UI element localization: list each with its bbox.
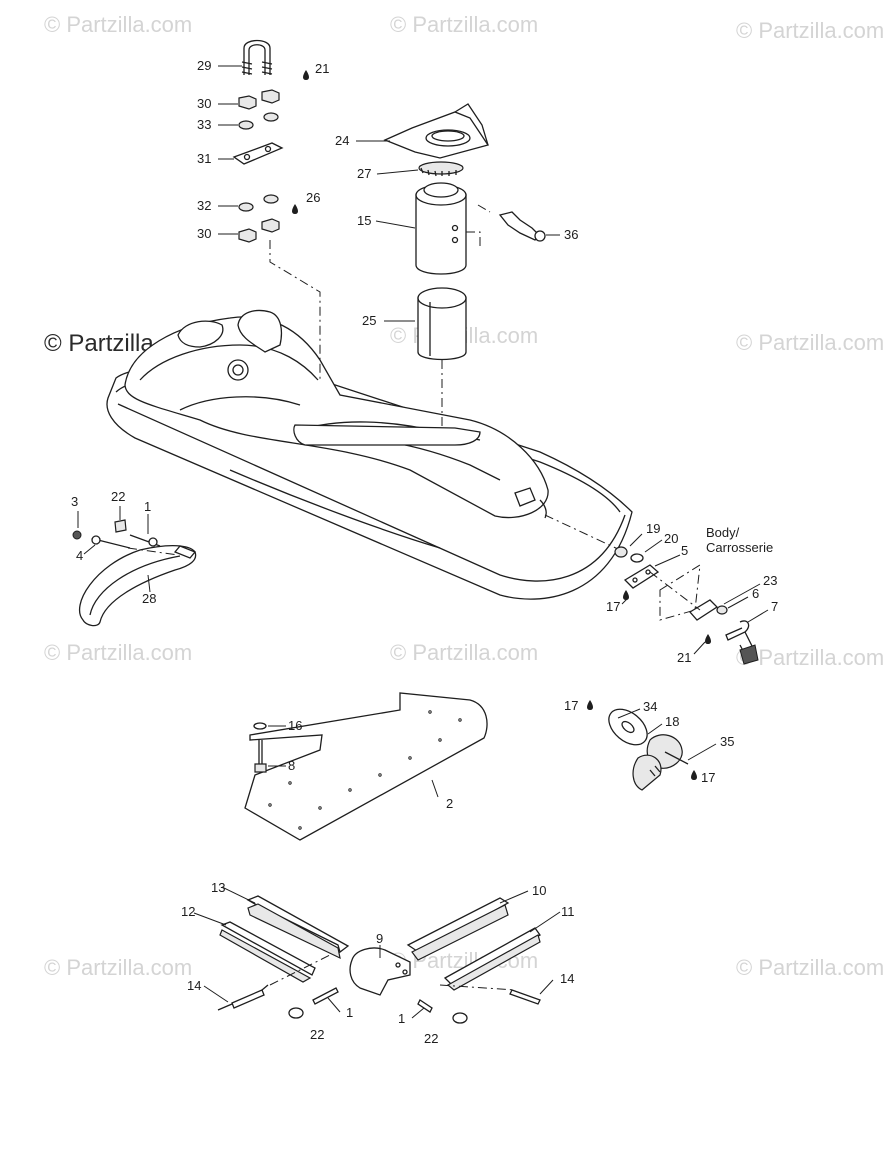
callout-3: 3: [71, 494, 79, 509]
body-label: Body/ Carrosserie: [706, 525, 773, 555]
callout-23: 23: [763, 573, 778, 588]
callout-6: 6: [752, 586, 760, 601]
callout-20: 20: [664, 531, 679, 546]
watermark: © Partzilla.com: [44, 955, 193, 980]
callout-27: 27: [357, 166, 372, 181]
watermark: © Partzilla.com: [736, 18, 885, 43]
storage-bin-assembly: [383, 103, 546, 430]
callout-21: 21: [315, 61, 330, 76]
drain-plug-assembly: [587, 700, 697, 791]
callout-5: 5: [681, 543, 689, 558]
front-rub-rail: [72, 519, 197, 627]
callout-17: 17: [564, 698, 579, 713]
sponson-rails: [217, 895, 541, 1024]
watermark: © Partzilla.com: [390, 640, 539, 665]
callout-13: 13: [211, 880, 226, 895]
callout-26: 26: [306, 190, 321, 205]
hull-drawing: [106, 309, 633, 600]
callout-4: 4: [76, 548, 84, 563]
callout-29: 29: [197, 58, 212, 73]
callout-33: 33: [197, 117, 212, 132]
callout-34: 34: [643, 699, 658, 714]
callout-32: 32: [197, 198, 212, 213]
callout-22: 22: [424, 1031, 439, 1046]
callout-1: 1: [144, 499, 152, 514]
callout-10: 10: [532, 883, 547, 898]
callout-30: 30: [197, 96, 212, 111]
callout-14: 14: [187, 978, 202, 993]
callout-22: 22: [310, 1027, 325, 1042]
callout-leaders: [77, 65, 769, 1019]
callout-24: 24: [335, 133, 350, 148]
callout-17: 17: [606, 599, 621, 614]
callout-7: 7: [771, 599, 779, 614]
watermark: © Partzilla.com: [736, 330, 885, 355]
callout-21: 21: [677, 650, 692, 665]
callout-22: 22: [111, 489, 126, 504]
callout-28: 28: [142, 591, 157, 606]
watermark: © Partzilla.com: [390, 12, 539, 37]
watermark: © Partzilla.com: [44, 640, 193, 665]
callout-12: 12: [181, 904, 196, 919]
watermark: © Partzilla.com: [736, 955, 885, 980]
callout-17: 17: [701, 770, 716, 785]
callout-9: 9: [376, 931, 384, 946]
callout-8: 8: [288, 758, 296, 773]
callout-1: 1: [346, 1005, 354, 1020]
callout-16: 16: [288, 718, 303, 733]
watermark: © Partzilla.com: [44, 12, 193, 37]
callout-31: 31: [197, 151, 212, 166]
rear-eyelet-hardware: [544, 514, 759, 665]
callout-25: 25: [362, 313, 377, 328]
callout-2: 2: [446, 796, 454, 811]
callout-30: 30: [197, 226, 212, 241]
body-label-line1: Body/: [706, 525, 740, 540]
hull-pad: [244, 692, 488, 841]
callout-11: 11: [561, 904, 575, 919]
callout-1: 1: [398, 1011, 406, 1026]
callout-36: 36: [564, 227, 579, 242]
callout-19: 19: [646, 521, 661, 536]
callout-15: 15: [357, 213, 372, 228]
callout-18: 18: [665, 714, 680, 729]
callout-35: 35: [720, 734, 735, 749]
callout-14: 14: [560, 971, 575, 986]
body-label-line2: Carrosserie: [706, 540, 774, 555]
watermark: © Partzilla.com: [736, 645, 885, 670]
tie-down-assembly: [232, 39, 321, 380]
